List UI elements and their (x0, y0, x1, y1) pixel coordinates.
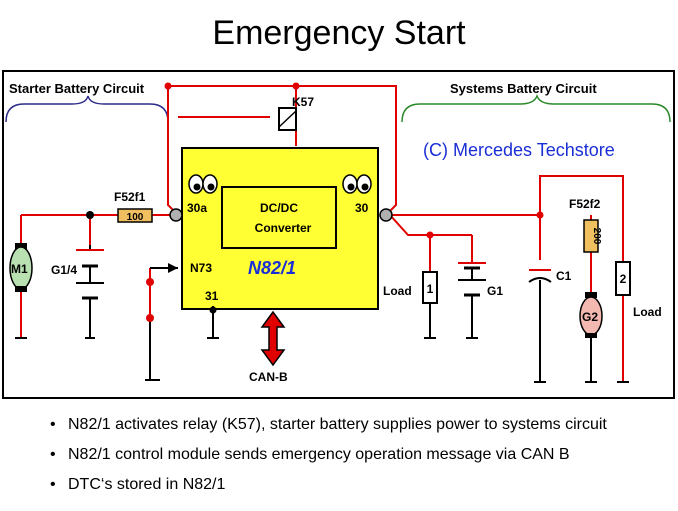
n73-arrow-icon (168, 263, 178, 273)
copyright-text: (C) Mercedes Techstore (423, 140, 615, 160)
terminal-31: 31 (205, 289, 219, 303)
load1-value: 1 (427, 282, 434, 296)
junction-dots (146, 82, 544, 322)
bullet-item: •DTC‘s stored in N82/1 (50, 476, 226, 493)
bullet-text: DTC‘s stored in N82/1 (68, 476, 226, 493)
generator-label: G2 (582, 310, 598, 324)
terminal-30a: 30a (187, 201, 207, 215)
fuse-f52f2 (583, 219, 599, 253)
capacitor-label: C1 (556, 269, 572, 283)
can-b-label: CAN-B (249, 370, 288, 384)
page-title: Emergency Start (212, 14, 466, 52)
ground-wiring (15, 245, 629, 383)
junction-dot-g14 (86, 211, 94, 219)
load2-label: Load (633, 305, 662, 319)
relay-label: K57 (292, 95, 314, 109)
load2-value: 2 (620, 272, 627, 286)
load1-label: Load (383, 284, 412, 298)
eyes-icon-left (188, 174, 218, 194)
motor-m1-cap-bottom (15, 286, 27, 292)
fuse1-label: F52f1 (114, 190, 146, 204)
capacitor-c1 (528, 269, 552, 283)
fuse2-label: F52f2 (569, 197, 601, 211)
bullet-item: •N82/1 activates relay (K57), starter ba… (50, 416, 607, 433)
terminal-30: 30 (355, 201, 369, 215)
load-2 (615, 261, 631, 296)
terminal-n73: N73 (190, 261, 212, 275)
starter-circuit-brace (5, 95, 169, 123)
battery2-label: G1 (487, 284, 503, 298)
battery-g1-4 (76, 249, 104, 300)
motor-label: M1 (11, 262, 28, 276)
battery1-label: G1/4 (51, 263, 77, 277)
fuse-f52f1 (117, 208, 153, 223)
converter-line2: Converter (255, 221, 312, 235)
eyes-icon-right (342, 174, 372, 194)
generator-g2-cap-bottom (585, 333, 597, 338)
motor-m1-cap-top (15, 243, 27, 249)
fuse1-value: 100 (127, 212, 144, 223)
generator-g2-cap-top (585, 292, 597, 298)
starter-circuit-label: Starter Battery Circuit (9, 81, 145, 96)
terminal-30a-connector (169, 208, 183, 222)
converter-line1: DC/DC (260, 201, 298, 215)
module-label: N82/1 (248, 258, 296, 278)
bullet-text: N82/1 activates relay (K57), starter bat… (68, 416, 607, 433)
dc-dc-converter (221, 186, 337, 249)
systems-circuit-brace (401, 93, 671, 123)
bullet-list: •N82/1 activates relay (K57), starter ba… (50, 414, 607, 504)
terminal-31-connector (209, 306, 217, 314)
bullet-item: •N82/1 control module sends emergency op… (50, 446, 570, 463)
fuse2-value: 200 (591, 228, 602, 245)
terminal-30-connector (379, 208, 393, 222)
can-b-arrow-icon (260, 310, 286, 367)
load-1 (422, 271, 438, 304)
bullet-text: N82/1 control module sends emergency ope… (68, 446, 570, 463)
diagram-frame (2, 70, 675, 399)
systems-circuit-label: Systems Battery Circuit (450, 81, 597, 96)
battery-g1 (458, 262, 486, 297)
